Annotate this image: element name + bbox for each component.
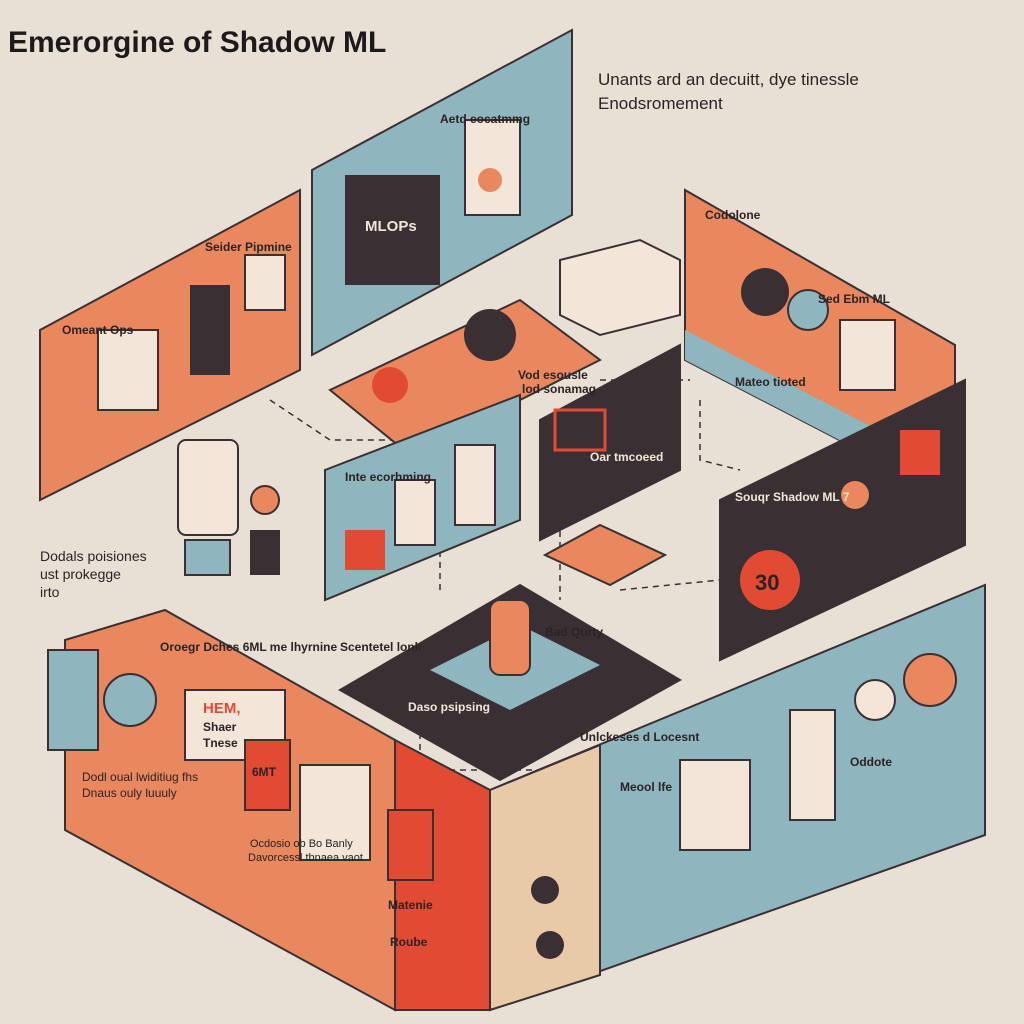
node-icon — [531, 876, 559, 904]
link-icon — [103, 673, 157, 727]
label-vod-texts: Vod esousle — [518, 368, 588, 382]
alert-icon — [900, 430, 940, 475]
label-roube: Roube — [390, 935, 428, 949]
label-davorcess: Davorcessl tbnaea vaot — [248, 852, 363, 864]
phone-icon — [394, 479, 436, 546]
label-mlops: MLOPs — [365, 218, 417, 235]
subtitle-line-1: Unants ard an decuitt, dye tinessle — [598, 70, 859, 89]
pyramid-tile — [542, 523, 668, 587]
page-title: Emerorgine of Shadow ML — [8, 26, 387, 59]
label-matenie: Matenie — [388, 898, 433, 912]
label-dodal-bucht-2: Dnaus ouly luuuly — [82, 786, 177, 800]
analysis-slab — [328, 298, 602, 457]
chat-icon — [787, 289, 829, 331]
label-sed-ebm-ml: Sed Ebm ML — [818, 292, 891, 306]
tablet-device-icon — [47, 649, 99, 751]
label-bad-quty: Bad Qurty — [545, 625, 604, 639]
robot-base-icon — [184, 539, 231, 576]
label-daso-psipaing: Daso psipsing — [408, 700, 491, 714]
toggle-icon — [372, 367, 408, 403]
panel-omgent-ops — [39, 188, 301, 502]
label-dodals-1: Dodals poisiones — [40, 548, 147, 564]
pie-icon — [903, 653, 957, 707]
label-sai-tod: Oar tmcoeed — [590, 450, 664, 464]
label-souqr-shadow-ml: Souqr Shadow ML 7 — [735, 490, 850, 504]
label-seider-pipmine: Seider Pipmine — [205, 240, 292, 254]
label-hem: HEM, — [203, 700, 241, 717]
file-icon — [789, 709, 836, 821]
label-ocdoio: Ocdosio ob Bo Banly — [250, 838, 353, 850]
code-icon — [553, 408, 607, 452]
mlops-screen — [345, 175, 440, 285]
label-dodals-3: irto — [40, 584, 60, 600]
pie-chart-icon — [464, 309, 516, 361]
report-icon — [839, 319, 896, 391]
monitor-icon — [97, 329, 159, 411]
doc-icon — [454, 444, 496, 526]
label-dodal-bucht-1: Dodl oual lwiditiug fhs — [82, 770, 199, 784]
score-badge — [740, 550, 800, 610]
label-emt: 6MT — [252, 765, 276, 779]
eye-icon — [478, 168, 502, 192]
label-codolone: Codolone — [705, 208, 761, 222]
score-value: 30 — [755, 570, 780, 595]
label-tnese: Tnese — [203, 736, 238, 750]
label-vod-texts-2: lod sonamag — [522, 382, 597, 396]
panel-dark-middle — [539, 343, 681, 542]
label-orogr-dches: Oroegr Dches 6ML me lhyrnine — [160, 640, 338, 654]
gear-icon — [250, 485, 280, 515]
label-unleckes: Unlckeses d Locesnt — [580, 730, 700, 744]
server-box-icon — [559, 238, 681, 337]
server-stack-icon — [489, 599, 531, 676]
node-icon-2 — [536, 931, 564, 959]
lock-red-icon — [387, 809, 434, 881]
server-icon — [190, 285, 230, 375]
phone-red-icon — [244, 739, 291, 811]
subtitle-line-2: Enodsromement — [598, 94, 723, 113]
avatar-icon — [741, 268, 789, 316]
label-matres-hoted: Mateo tioted — [735, 375, 806, 389]
label-inte-ecorhing: Inte ecorhming — [345, 470, 432, 484]
document-icon — [244, 254, 286, 311]
label-shaer: Shaer — [203, 720, 237, 734]
bubble-icon — [854, 679, 896, 721]
label-aetd-ops: Aetd eocatmmg — [440, 112, 531, 126]
label-dodals-2: ust prokegge — [40, 566, 121, 582]
monitor-small-icon — [299, 764, 371, 861]
label-omgent-ops: Omeant Ops — [62, 323, 134, 337]
lock-icon — [345, 530, 385, 570]
arm-icon — [250, 530, 280, 575]
label-oddote: Oddote — [850, 755, 892, 769]
desktop-icon — [679, 759, 751, 851]
person-icon — [841, 481, 869, 509]
label-scenteel-lonk: Scentetel lonk — [340, 640, 422, 654]
tablet-icon — [464, 119, 521, 216]
label-meool-lfe: Meool lfe — [620, 780, 673, 794]
tank-icon — [177, 439, 239, 536]
